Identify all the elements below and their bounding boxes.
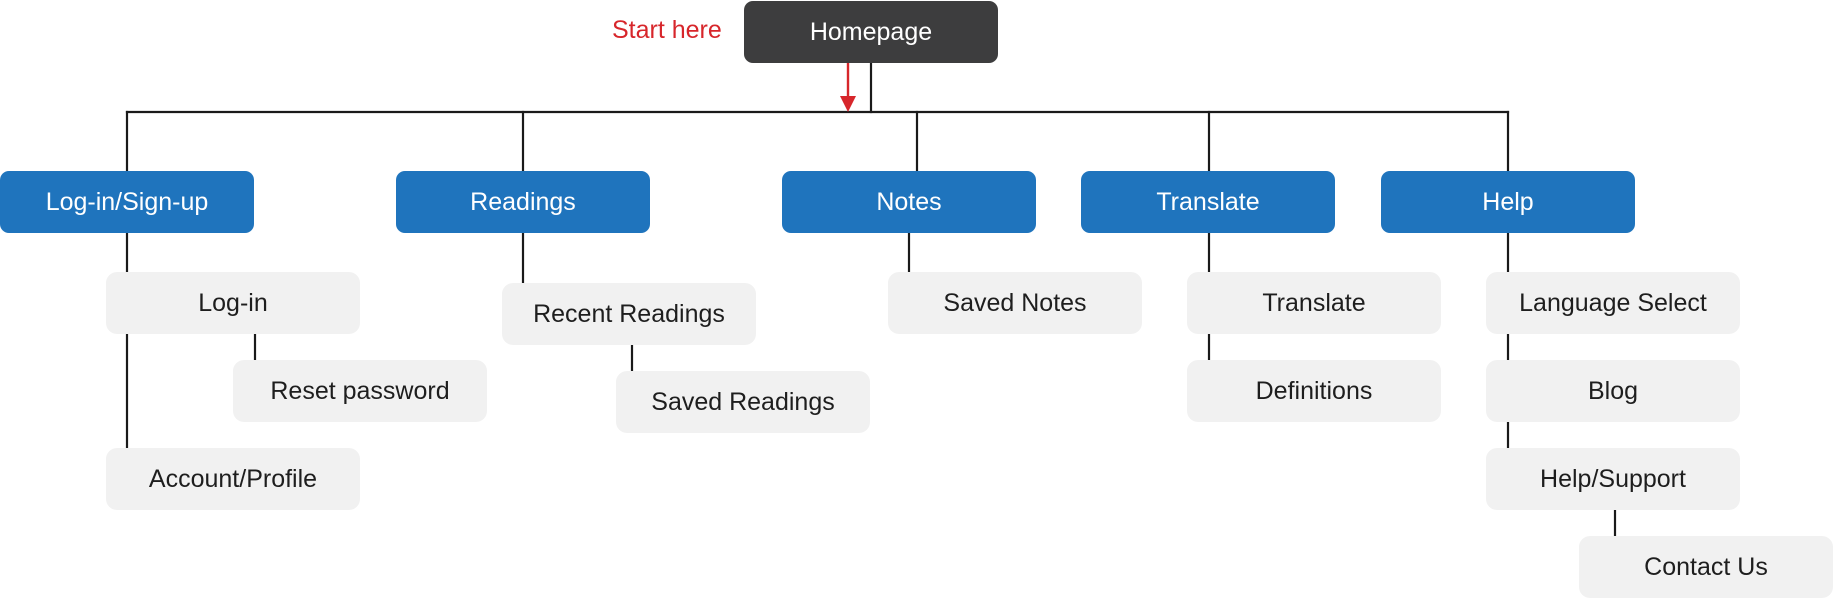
category-help: Help [1381, 171, 1635, 233]
subpage-translate: Translate [1187, 272, 1441, 334]
subpage-help-support: Help/Support [1486, 448, 1740, 510]
start-arrow-icon [840, 61, 856, 112]
subpage-saved-notes: Saved Notes [888, 272, 1142, 334]
subpage-definitions: Definitions [1187, 360, 1441, 422]
category-translate: Translate [1081, 171, 1335, 233]
category-notes: Notes [782, 171, 1036, 233]
subpage-account-profile: Account/Profile [106, 448, 360, 510]
homepage-node: Homepage [744, 1, 998, 63]
category-readings: Readings [396, 171, 650, 233]
subpage-recent-readings: Recent Readings [502, 283, 756, 345]
subpage-contact-us: Contact Us [1579, 536, 1833, 598]
subpage-language-select: Language Select [1486, 272, 1740, 334]
category-login-signup: Log-in/Sign-up [0, 171, 254, 233]
subpage-reset-password: Reset password [233, 360, 487, 422]
subpage-login: Log-in [106, 272, 360, 334]
subpage-saved-readings: Saved Readings [616, 371, 870, 433]
start-here-label: Start here [612, 16, 722, 44]
subpage-blog: Blog [1486, 360, 1740, 422]
